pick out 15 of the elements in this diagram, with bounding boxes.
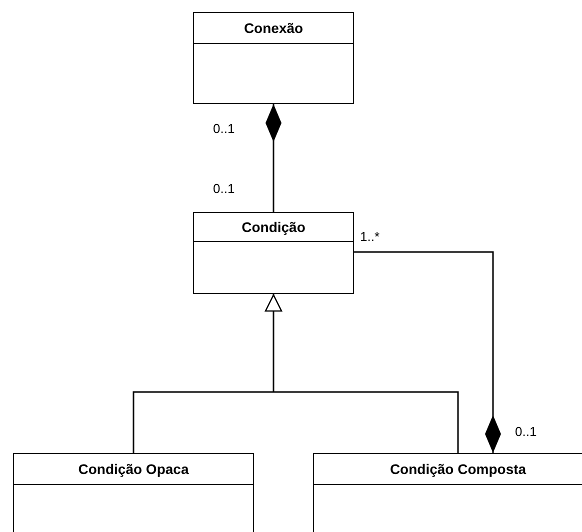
class-box (193, 12, 354, 104)
multiplicity-label: 0..1 (213, 121, 235, 136)
multiplicity-label: 0..1 (515, 424, 537, 439)
class-name: Conexão (244, 20, 304, 36)
class-box (193, 212, 354, 294)
generalization-arrow (132, 293, 459, 454)
composition-line (266, 104, 282, 212)
class-name: Condição Composta (390, 461, 526, 477)
multiplicity-label: 0..1 (213, 181, 235, 196)
class-name: Condição (242, 219, 306, 235)
class-name: Condição Opaca (78, 461, 189, 477)
class-box (13, 453, 254, 532)
multiplicity-label: 1..* (360, 229, 380, 244)
composition-line (354, 251, 501, 453)
class-box (313, 453, 582, 532)
